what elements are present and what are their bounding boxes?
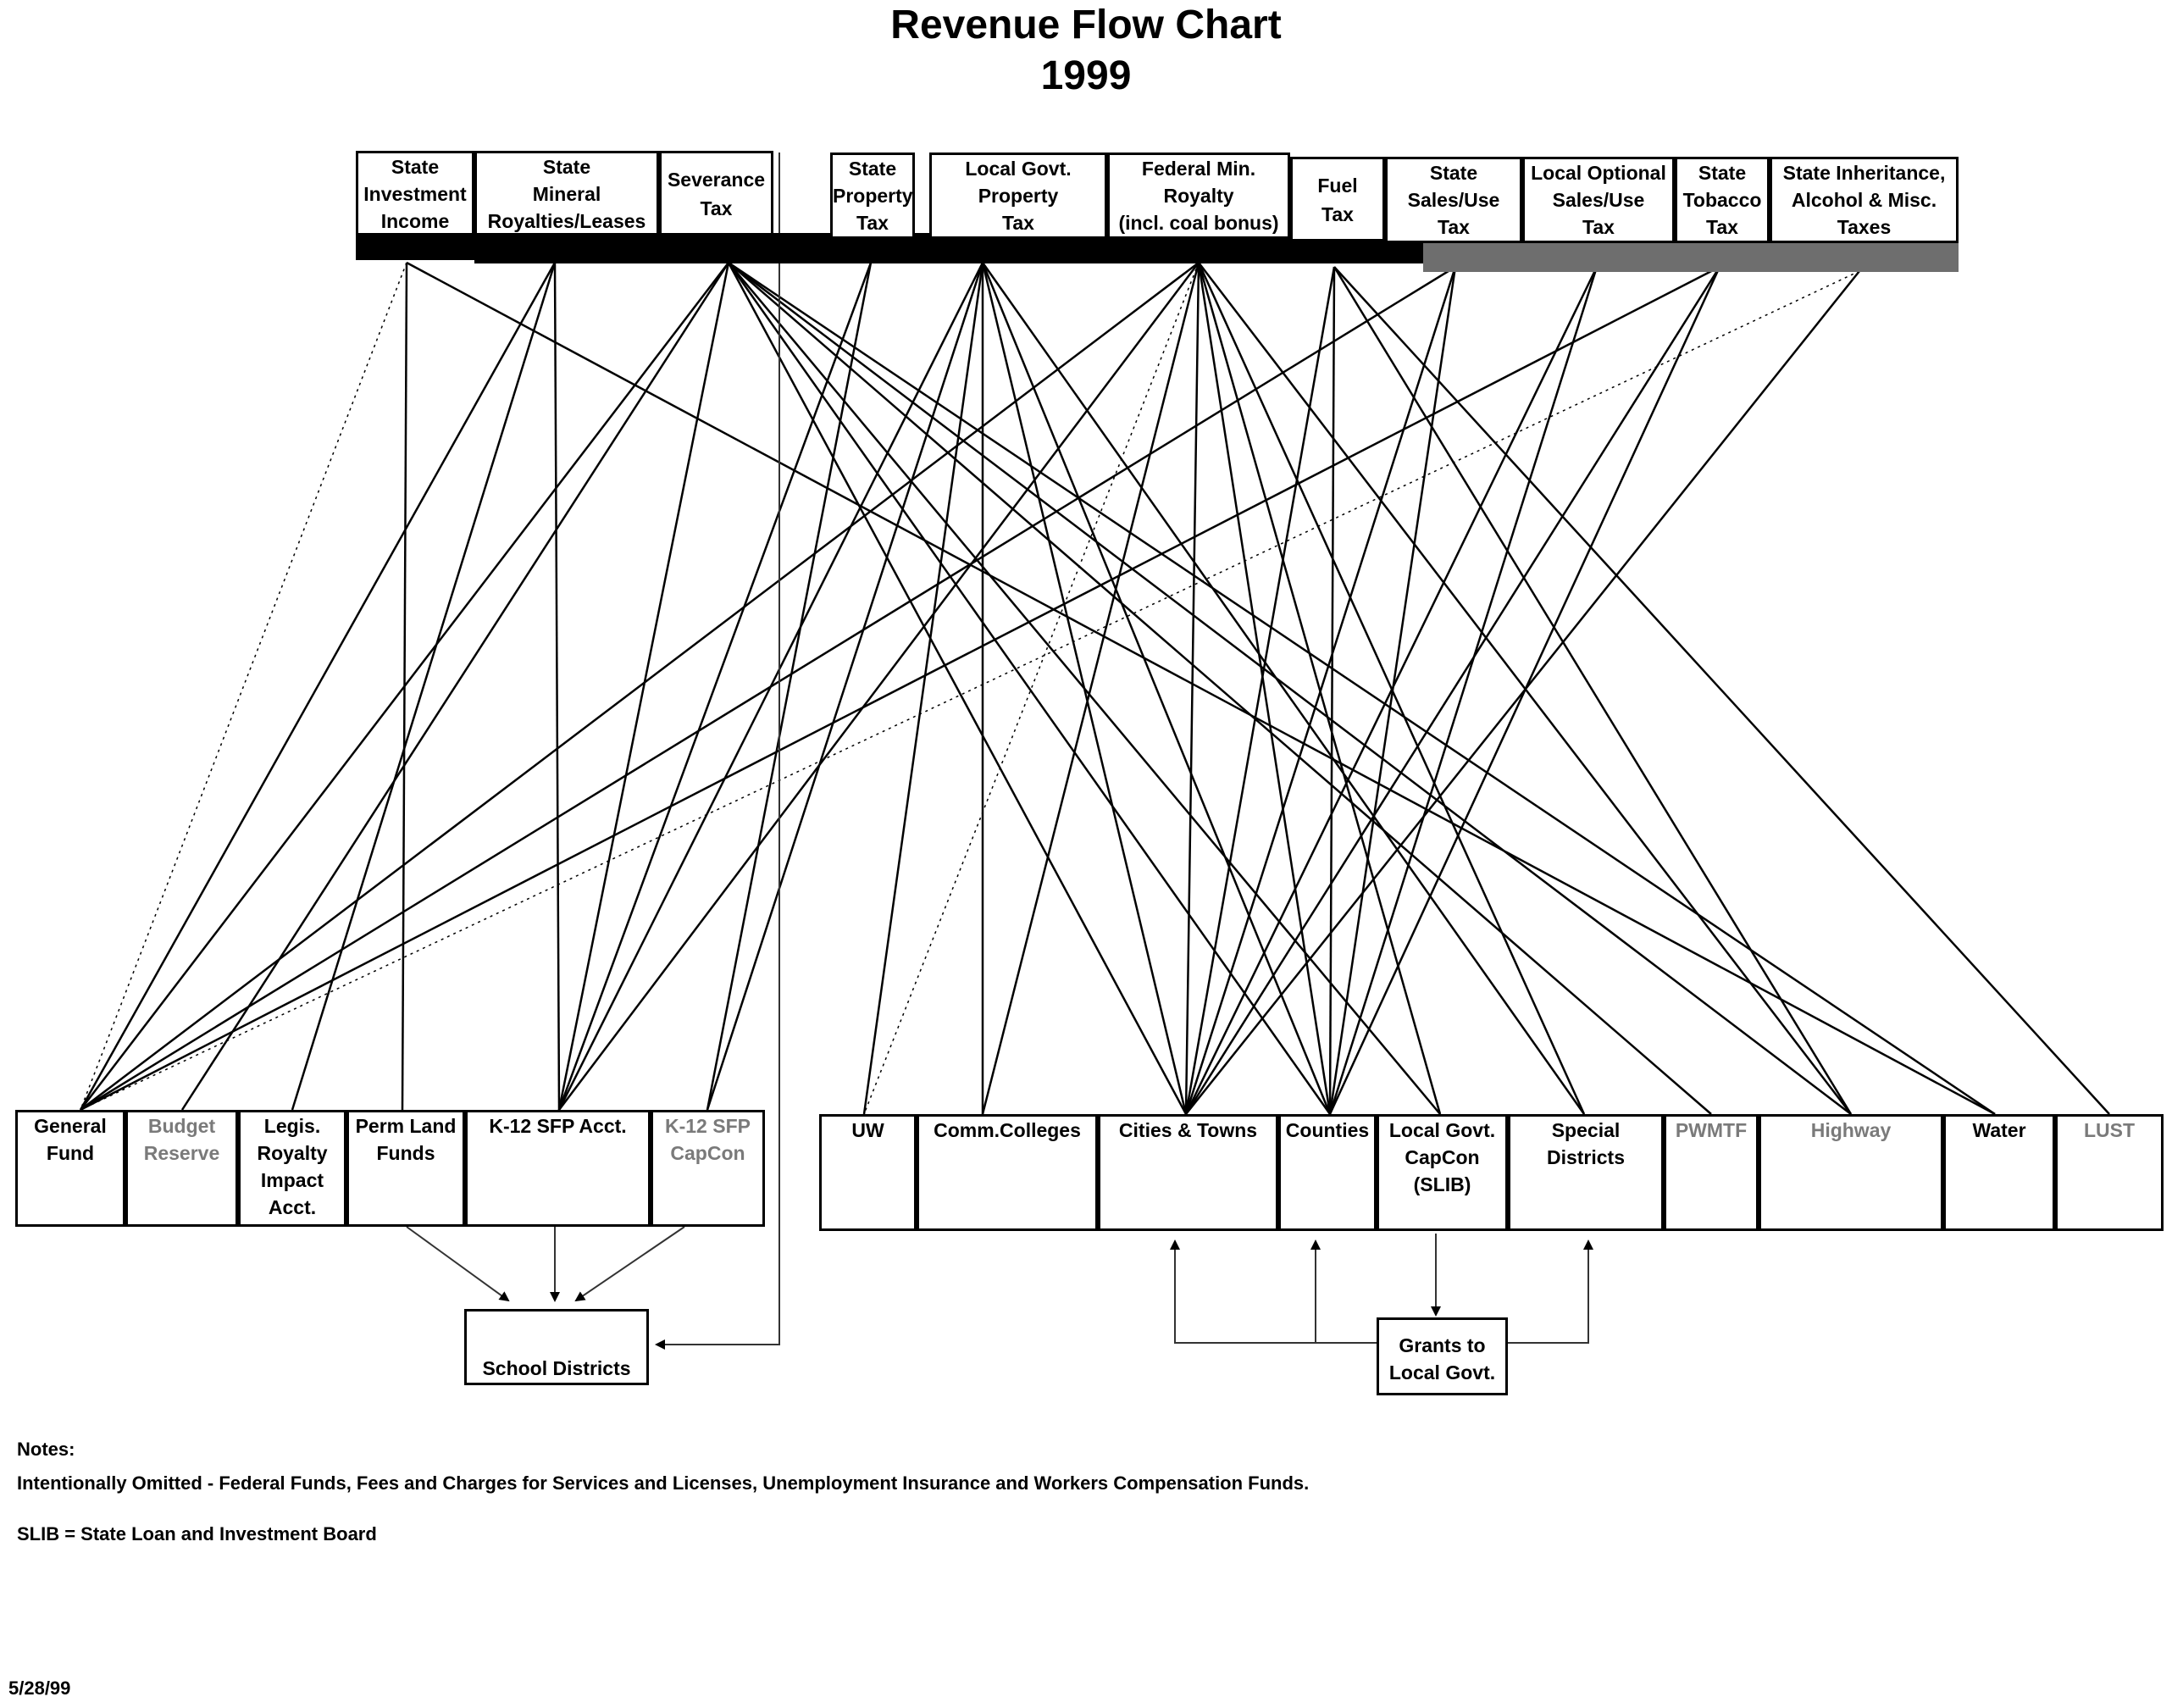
- source-local-optional-sales-tax: Local Optional Sales/Use Tax: [1522, 157, 1675, 243]
- source-band-right: [1423, 241, 1959, 272]
- flow-sii-to-gf: [80, 262, 407, 1111]
- fund-local-govt-capcon-slib: Local Govt. CapCon (SLIB): [1377, 1114, 1508, 1231]
- perm-land-to-school-districts-connector: [406, 1226, 510, 1302]
- flow-spt-to-k12: [557, 262, 873, 1111]
- flow-stt-to-gf: [80, 265, 1720, 1112]
- source-state-property-tax: State Property Tax: [830, 152, 915, 239]
- capcon-to-school-districts-connector: [574, 1226, 685, 1302]
- flow-los-to-co: [1328, 266, 1599, 1115]
- flow-stt-to-ct: [1184, 266, 1721, 1115]
- fund-legis-royalty-impact: Legis. Royalty Impact Acct.: [238, 1110, 346, 1227]
- fund-general-fund: General Fund: [15, 1110, 125, 1227]
- source-band-left: [356, 233, 474, 260]
- flow-los-to-ct: [1184, 266, 1599, 1115]
- flow-lgp-to-co: [981, 262, 1332, 1115]
- flow-lgp-to-sd: [981, 262, 1586, 1115]
- flow-fmr-to-ct: [1184, 262, 1200, 1115]
- source-local-govt-property-tax: Local Govt. Property Tax: [929, 152, 1107, 239]
- fund-budget-reserve: Budget Reserve: [125, 1110, 238, 1227]
- flow-fmr-to-gf: [80, 262, 1200, 1111]
- source-state-inheritance-alcohol-misc: State Inheritance, Alcohol & Misc. Taxes: [1770, 157, 1959, 243]
- flow-sev-to-co: [727, 262, 1332, 1115]
- fund-cities-towns: Cities & Towns: [1098, 1114, 1278, 1231]
- flow-sev-to-hw: [728, 262, 1852, 1115]
- source-state-tobacco-tax: State Tobacco Tax: [1675, 157, 1770, 243]
- source-severance-tax: Severance Tax: [659, 151, 773, 236]
- notes-omitted: Intentionally Omitted - Federal Funds, F…: [17, 1472, 1310, 1494]
- flow-lgp-to-ct: [981, 262, 1188, 1115]
- chart-date: 5/28/99: [8, 1678, 71, 1699]
- flow-smr-to-k12: [553, 262, 561, 1111]
- fund-special-districts: Special Districts: [1508, 1114, 1664, 1231]
- flow-sev-to-ct: [727, 262, 1188, 1115]
- fund-perm-land-funds: Perm Land Funds: [346, 1110, 465, 1227]
- flow-smr-to-gf: [79, 262, 557, 1111]
- notes-heading: Notes:: [17, 1439, 75, 1460]
- source-state-investment-income: State Investment Income: [356, 151, 474, 236]
- notes-slib: SLIB = State Loan and Investment Board: [17, 1523, 377, 1544]
- fund-uw: UW: [819, 1114, 917, 1231]
- source-state-sales-use-tax: State Sales/Use Tax: [1385, 157, 1522, 243]
- fund-lust: LUST: [2055, 1114, 2164, 1231]
- flow-spt-to-k12c: [706, 262, 873, 1111]
- school-districts-box: School Districts: [464, 1309, 649, 1385]
- flow-fuel-to-ct: [1184, 266, 1336, 1115]
- flow-fmr-to-co: [1197, 262, 1332, 1115]
- flow-sev-to-br: [180, 262, 730, 1111]
- grants-to-local-govt-box: Grants to Local Govt.: [1377, 1317, 1508, 1395]
- flow-ssu-to-gf: [80, 265, 1456, 1112]
- flow-sev-to-k12: [557, 262, 730, 1111]
- flow-lgp-to-uw: [862, 262, 984, 1115]
- flow-sev-to-pw: [728, 262, 1712, 1115]
- fund-counties: Counties: [1278, 1114, 1377, 1231]
- fund-comm-colleges: Comm.Colleges: [917, 1114, 1098, 1231]
- flow-smr-to-lri: [291, 262, 557, 1111]
- flow-ssu-to-co: [1328, 266, 1457, 1115]
- flow-fmr-to-k12: [558, 262, 1200, 1111]
- grants-to-special-districts-connector: [1508, 1239, 1593, 1344]
- grants-to-cities-connector: [1170, 1239, 1377, 1344]
- source-state-mineral-royalties: State Mineral Royalties/Leases: [474, 151, 659, 236]
- flow-fuel-to-co: [1328, 266, 1336, 1115]
- flow-fmr-to-cc: [981, 262, 1200, 1115]
- flow-ssu-to-ct: [1184, 266, 1457, 1115]
- flow-sev-to-gf: [80, 262, 729, 1111]
- source-fuel-tax: Fuel Tax: [1290, 157, 1385, 241]
- flow-sia-to-ct: [1185, 270, 1860, 1115]
- chart-title: Revenue Flow Chart: [890, 3, 1282, 47]
- flow-sii-to-wa: [406, 261, 1996, 1116]
- flow-fmr-to-lgc: [1197, 262, 1442, 1115]
- chart-year: 1999: [1040, 53, 1132, 98]
- flow-sev-to-wa: [728, 261, 1996, 1116]
- fund-k12-sfp-acct: K-12 SFP Acct.: [465, 1110, 651, 1227]
- severance-to-school-districts-connector: [655, 152, 780, 1350]
- fund-k12-sfp-capcon: K-12 SFP CapCon: [651, 1110, 765, 1227]
- fund-highway: Highway: [1759, 1114, 1943, 1231]
- source-federal-mineral-royalty: Federal Min. Royalty (incl. coal bonus): [1107, 152, 1290, 239]
- flow-sia-to-gf: [80, 270, 1860, 1111]
- flow-fuel-to-hw: [1333, 266, 1853, 1115]
- flow-fuel-to-lu: [1333, 266, 2110, 1115]
- fund-pwmtf: PWMTF: [1664, 1114, 1759, 1231]
- flow-lgp-to-k12c: [706, 262, 984, 1111]
- fund-water: Water: [1943, 1114, 2055, 1231]
